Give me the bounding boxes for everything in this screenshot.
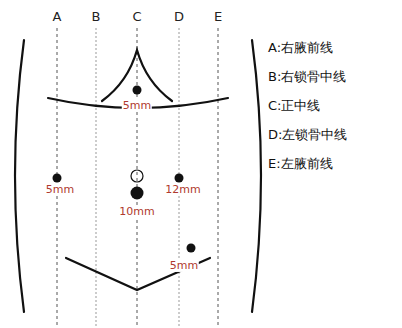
port-size: 12mm (164, 184, 201, 196)
key-text: A:右腋前线 (268, 41, 333, 55)
body-outline (15, 40, 24, 312)
axis-letter: C (132, 10, 141, 24)
key-text: B:右锁骨中线 (268, 70, 346, 84)
port-dot (133, 86, 142, 95)
axis-letter: A (53, 10, 62, 24)
key-text: C:正中线 (268, 99, 320, 113)
body-outline (252, 40, 261, 312)
port-dot (53, 174, 62, 183)
port-dot (175, 174, 184, 183)
axis-letter: D (174, 10, 184, 24)
port-size: 5mm (169, 260, 199, 272)
guide-line (218, 28, 219, 328)
guide-line (137, 28, 138, 328)
port-size: 5mm (122, 100, 152, 112)
key-text: D:左锁骨中线 (268, 128, 347, 142)
port-ring (131, 170, 143, 182)
key-text: E:左腋前线 (268, 157, 333, 171)
xiphoid-margin (102, 50, 172, 101)
pelvic-margin (66, 258, 210, 290)
port-dot (187, 244, 196, 253)
axis-letter: E (214, 10, 222, 24)
guide-line (96, 28, 97, 328)
port-size: 5mm (45, 184, 75, 196)
port-dot (131, 187, 144, 200)
axis-letter: B (92, 10, 101, 24)
port-size: 10mm (118, 206, 155, 218)
